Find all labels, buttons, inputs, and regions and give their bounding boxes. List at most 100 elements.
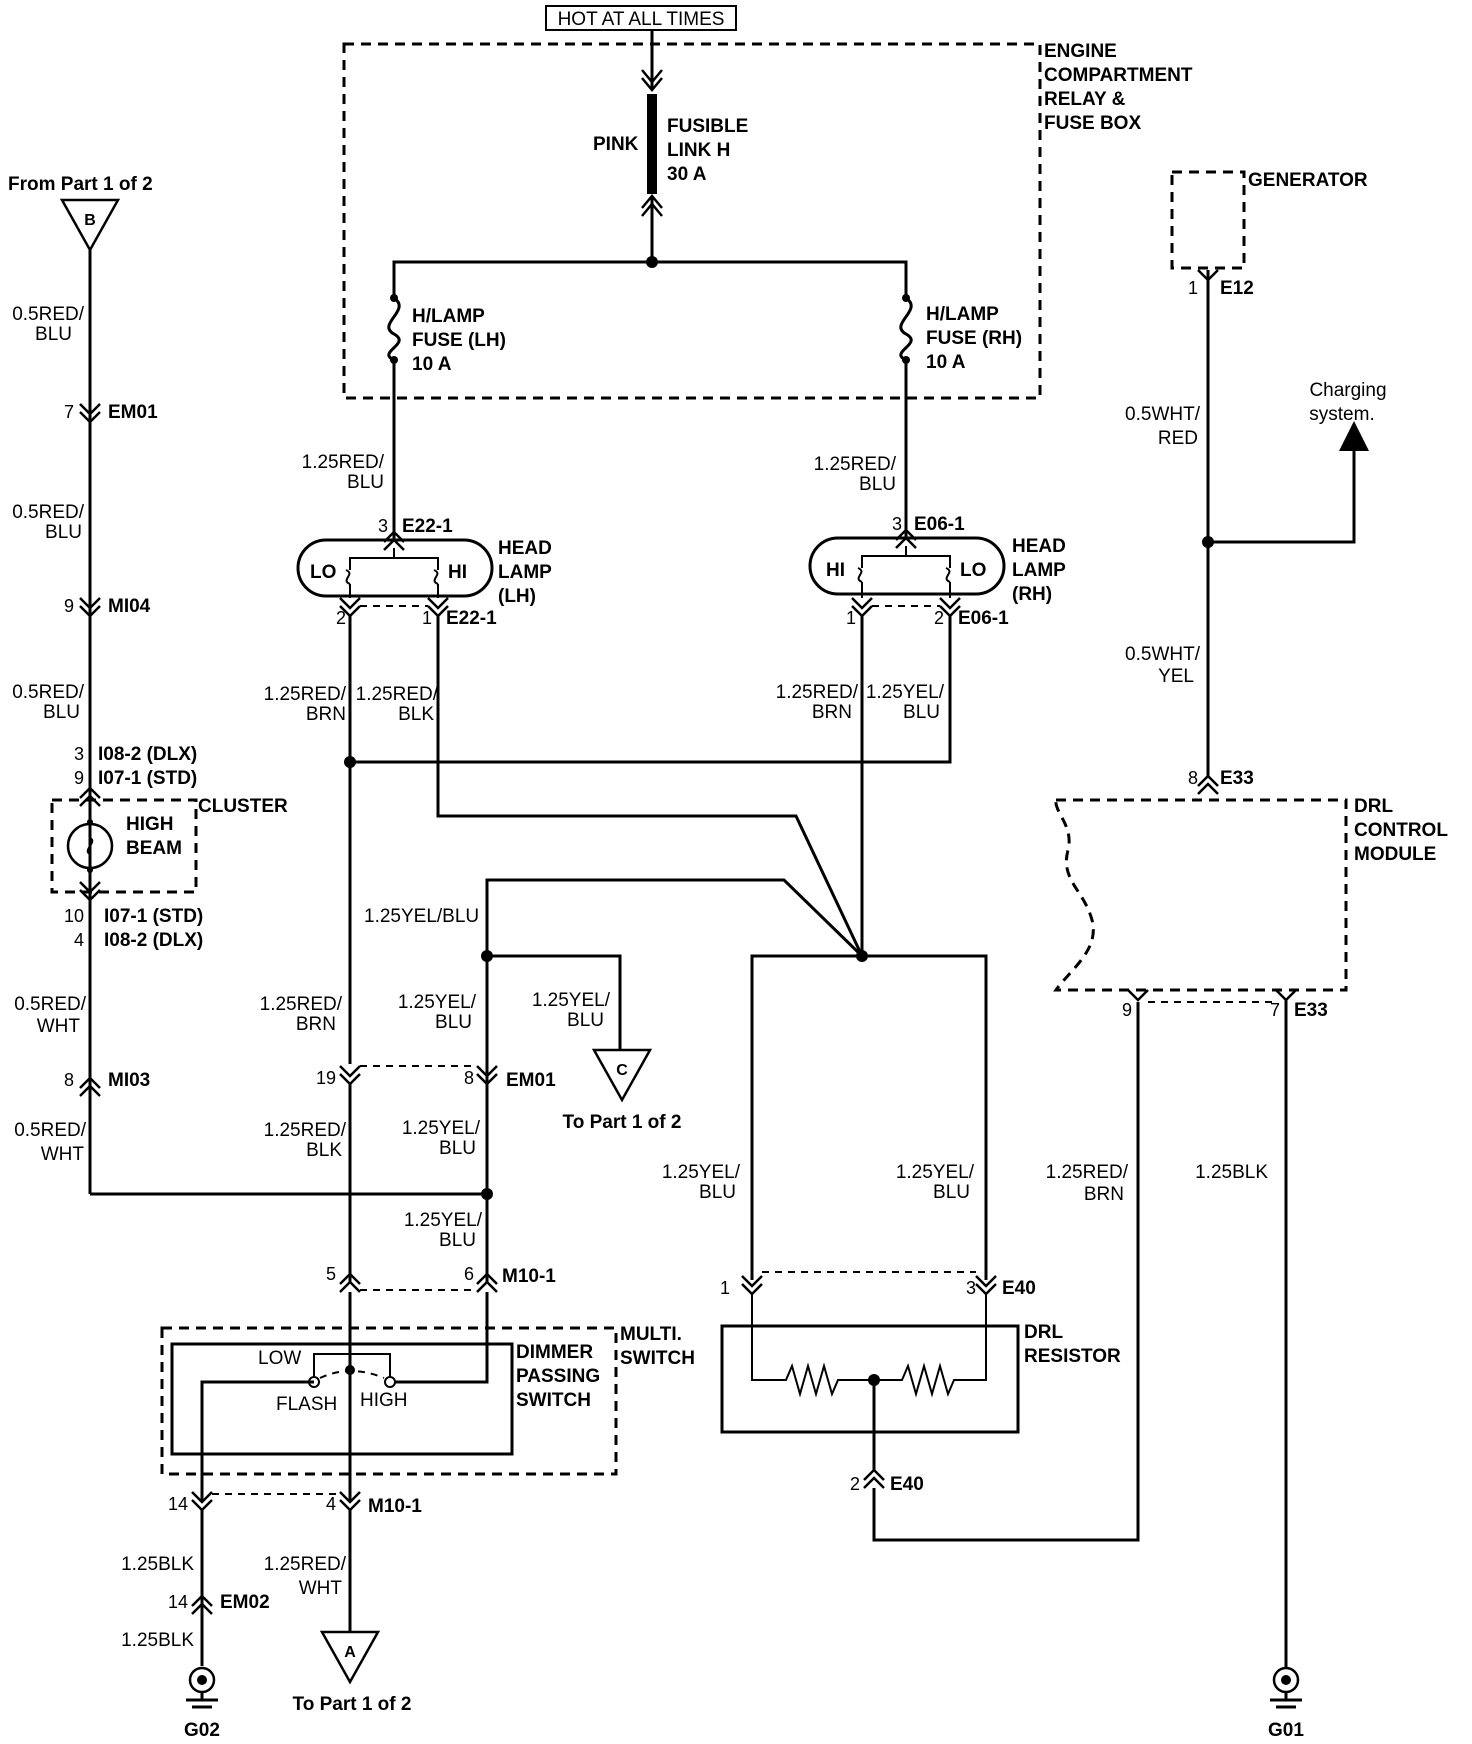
i07-bot: I07-1 (STD) xyxy=(104,906,203,927)
drl-pin-2: 2 xyxy=(850,1474,860,1494)
m10-bot: M10-1 xyxy=(368,1496,422,1517)
from-part-1-label: From Part 1 of 2 xyxy=(8,174,153,195)
lh-pin-lo: 2 xyxy=(336,608,346,628)
h-lamp-fuse-rh xyxy=(899,292,913,364)
wire-left-4b: WHT xyxy=(37,1016,81,1037)
mid-w-wht-a: 1.25RED/ xyxy=(264,1554,347,1575)
i08-bot-pin: 4 xyxy=(74,930,84,950)
drl-e40: E40 xyxy=(1002,1278,1036,1299)
lh-wire-lo-b: BRN xyxy=(306,704,346,725)
e12: E12 xyxy=(1220,278,1254,299)
fuse-box-label-2: COMPARTMENT xyxy=(1044,65,1193,86)
gnd-wire-2: 1.25BLK xyxy=(121,1630,194,1651)
mid-w-yel3-b: BLU xyxy=(439,1230,476,1251)
connector-b-triangle xyxy=(59,198,121,253)
rh-pin-top: 3 xyxy=(892,514,902,534)
switch-contact-high xyxy=(384,1376,396,1388)
fusible-link-label-1: FUSIBLE xyxy=(667,116,748,137)
fuse-box-label-1: ENGINE xyxy=(1044,41,1117,62)
mid-w-blk-b: BLK xyxy=(306,1140,342,1161)
fusible-link-label-3: 30 A xyxy=(667,164,707,185)
dimmer-label-1: DIMMER xyxy=(516,1342,593,1363)
mid-w-c-b: BLU xyxy=(567,1010,604,1031)
lh-pin-top: 3 xyxy=(378,516,388,536)
i07-top-pin: 9 xyxy=(74,768,84,788)
dimmer-label-2: PASSING xyxy=(516,1366,600,1387)
rh-label-2: LAMP xyxy=(1012,560,1066,581)
switch-flash: FLASH xyxy=(276,1394,337,1415)
multi-switch-label-2: SWITCH xyxy=(620,1348,695,1369)
wire-left-5b: WHT xyxy=(41,1144,85,1165)
yel-blu-top-label: 1.25YEL/BLU xyxy=(364,906,479,927)
m10-pin-14: 14 xyxy=(168,1494,188,1514)
wire-left-3b: BLU xyxy=(43,702,80,723)
switch-low: LOW xyxy=(258,1348,301,1369)
high-beam-label-2: BEAM xyxy=(126,838,182,859)
fuse-rh-label-1: H/LAMP xyxy=(926,304,999,325)
fusible-link-label-2: LINK H xyxy=(667,140,730,161)
em01-left: EM01 xyxy=(108,402,158,423)
drl-w-right-a: 1.25YEL/ xyxy=(896,1162,975,1183)
drl-resistor-circuit: 1.25YEL/ BLU 1.25YEL/ BLU 1 3 E40 DRL RE… xyxy=(662,954,1140,1542)
mid-w-c-a: 1.25YEL/ xyxy=(532,990,611,1011)
i08-top-pin: 3 xyxy=(74,744,84,764)
rh-wire-in-b: BLU xyxy=(859,474,896,495)
g01-label: G01 xyxy=(1268,1720,1304,1741)
drl-resistor-box xyxy=(720,1324,1020,1434)
e33-top: E33 xyxy=(1220,768,1254,789)
drl-control-circuit: GENERATOR 1 E12 0.5WHT/ RED Charging sys… xyxy=(1046,170,1449,1741)
fuse-lh-label-1: H/LAMP xyxy=(412,306,485,327)
rh-wire-lo-b: BLU xyxy=(903,702,940,723)
mid-w-yel3-a: 1.25YEL/ xyxy=(404,1210,483,1231)
module-label-1: DRL xyxy=(1354,796,1393,817)
right-w1-a: 0.5WHT/ xyxy=(1125,404,1201,425)
lh-wire-lo-a: 1.25RED/ xyxy=(264,684,347,705)
lh-conn-top: E22-1 xyxy=(402,516,453,537)
g02-label: G02 xyxy=(184,1720,220,1741)
right-w-brn-a: 1.25RED/ xyxy=(1046,1162,1129,1183)
m10-pin-6: 6 xyxy=(464,1264,474,1284)
m10-pin-5: 5 xyxy=(326,1264,336,1284)
connector-c-letter: C xyxy=(616,1062,628,1079)
hot-at-all-times-label: HOT AT ALL TIMES xyxy=(558,9,725,30)
connector-b-letter: B xyxy=(84,212,96,229)
em01-pin-8: 8 xyxy=(464,1068,474,1088)
lh-lo-label: LO xyxy=(310,562,336,583)
mi04-pin: 9 xyxy=(64,596,74,616)
rh-hi-label: HI xyxy=(826,560,845,581)
drl-w-right-b: BLU xyxy=(933,1182,970,1203)
head-lamp-lh-body xyxy=(296,538,494,598)
wire-left-5a: 0.5RED/ xyxy=(14,1120,87,1141)
wire-left-3a: 0.5RED/ xyxy=(12,682,85,703)
rh-pin-lo: 2 xyxy=(934,608,944,628)
e33-pin-7: 7 xyxy=(1270,1000,1280,1020)
mid-w-blk-a: 1.25RED/ xyxy=(264,1120,347,1141)
multi-switch-label-1: MULTI. xyxy=(620,1324,682,1345)
i07-bot-pin: 10 xyxy=(64,906,84,926)
rh-wire-lo-a: 1.25YEL/ xyxy=(866,682,945,703)
ground-g02-icon xyxy=(186,1666,218,1709)
mid-w-yel-b: BLU xyxy=(435,1012,472,1033)
right-w1-b: RED xyxy=(1158,428,1198,449)
head-lamp-rh-body xyxy=(808,536,1006,596)
wire-left-2a: 0.5RED/ xyxy=(12,502,85,523)
lh-pin-hi: 1 xyxy=(422,608,432,628)
fuse-rh-label-3: 10 A xyxy=(926,352,966,373)
high-beam-indicator-circuit: From Part 1 of 2 B 0.5RED/ BLU 7 EM01 0.… xyxy=(8,174,487,1196)
em02: EM02 xyxy=(220,1592,270,1613)
drl-resistor-label-1: DRL xyxy=(1024,1322,1063,1343)
cluster-label: CLUSTER xyxy=(198,796,288,817)
drl-e40b: E40 xyxy=(890,1474,924,1495)
right-w-blk: 1.25BLK xyxy=(1195,1162,1268,1183)
mid-w-wht-b: WHT xyxy=(299,1578,343,1599)
mi04: MI04 xyxy=(108,596,151,617)
em02-pin: 14 xyxy=(168,1592,188,1612)
connector-a-letter: A xyxy=(344,1644,356,1661)
mi03-pin: 8 xyxy=(64,1070,74,1090)
generator-box xyxy=(1170,170,1246,270)
high-beam-label-1: HIGH xyxy=(126,814,174,835)
em01-mid: EM01 xyxy=(506,1070,556,1091)
drl-w-left-b: BLU xyxy=(699,1182,736,1203)
drl-w-left-a: 1.25YEL/ xyxy=(662,1162,741,1183)
fusible-link-h xyxy=(647,94,657,194)
